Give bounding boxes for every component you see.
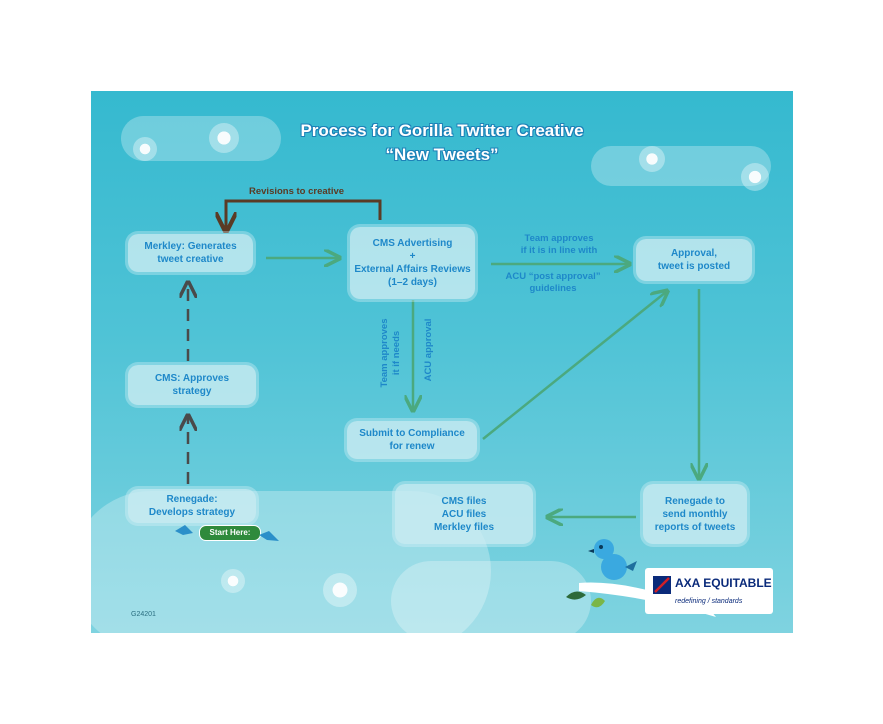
node-submit-compliance: Submit to Compliance for renew	[347, 421, 477, 459]
bubble-decoration	[741, 163, 769, 191]
node-cms-review: CMS Advertising + External Affairs Revie…	[350, 227, 475, 299]
document-code: G24201	[131, 611, 156, 618]
axa-equitable-logo: AXA EQUITABLE redefining / standards	[645, 568, 773, 614]
bubble-decoration	[133, 137, 157, 161]
arrow-compliance-to-approval	[482, 292, 666, 440]
node-renegade-reports: Renegade to send monthly reports of twee…	[643, 484, 747, 544]
logo-name: AXA EQUITABLE	[675, 576, 772, 590]
diagram-title-line2: “New Tweets”	[385, 145, 499, 164]
diagram-title-line1: Process for Gorilla Twitter Creative	[300, 121, 584, 140]
start-here-banner: Start Here:	[199, 525, 261, 541]
bird-illustrations	[175, 525, 716, 617]
node-merkley-generates: Merkley: Generates tweet creative	[128, 234, 253, 272]
process-poster: Process for Gorilla Twitter Creative “Ne…	[91, 91, 793, 633]
cloud-bottom-mid	[391, 561, 591, 633]
label-revisions: Revisions to creative	[249, 186, 345, 197]
connectors	[91, 199, 793, 633]
node-files: CMS files ACU files Merkley files	[395, 484, 533, 544]
node-renegade-strategy: Renegade: Develops strategy	[128, 489, 256, 523]
node-cms-approves: CMS: Approves strategy	[128, 365, 256, 405]
small-bird-icon	[175, 525, 279, 541]
label-acu-post-approval: ACU “post approval” guidelines	[505, 271, 601, 294]
bubble-decoration	[209, 123, 239, 153]
bubble-decoration	[221, 569, 245, 593]
node-approval-posted: Approval, tweet is posted	[636, 239, 752, 281]
arrow-revisions	[226, 199, 382, 229]
label-team-approves-top: Team approves if it is in line with	[520, 233, 598, 256]
bubble-decoration	[639, 146, 665, 172]
bubble-decoration	[323, 573, 357, 607]
axa-logo-icon	[653, 576, 671, 594]
logo-tagline: redefining / standards	[675, 598, 743, 605]
